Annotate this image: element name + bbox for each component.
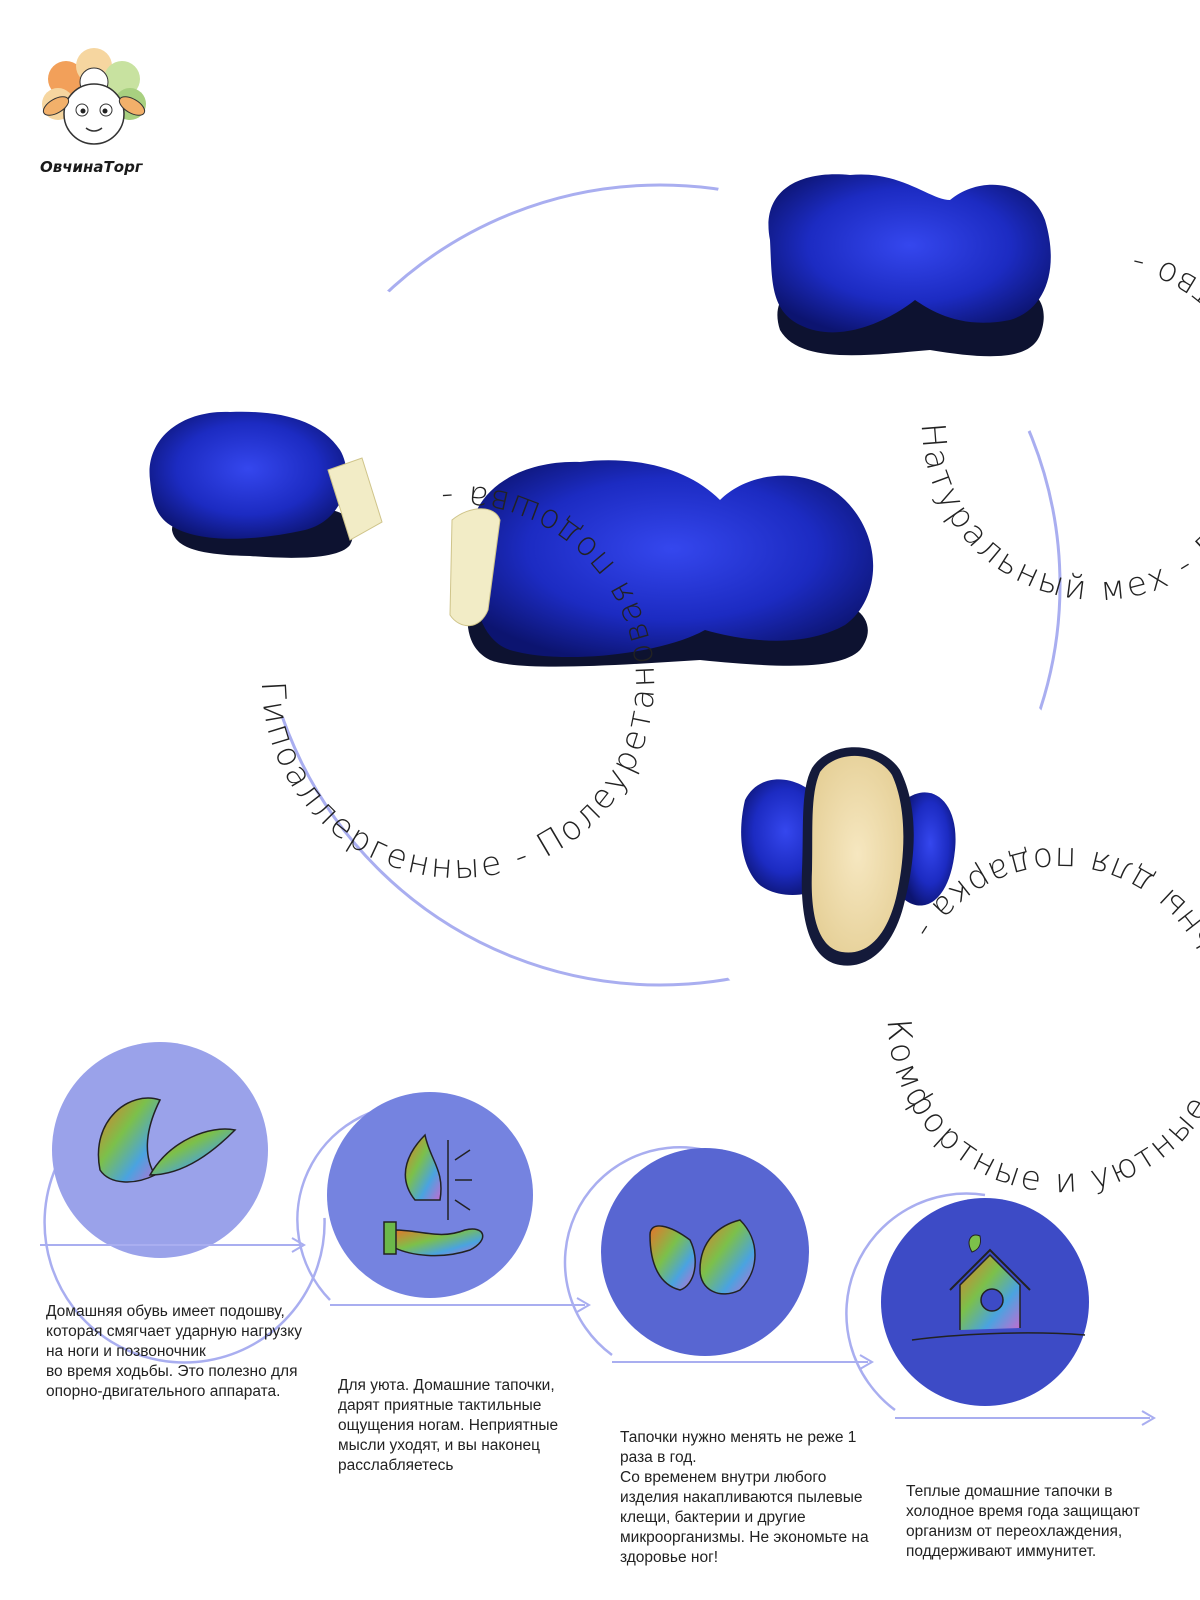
benefit-4-text: Теплые домашние тапочки в холодное время… <box>906 1483 1140 1560</box>
benefit-3-text: Тапочки нужно менять не реже 1 раза в го… <box>620 1429 869 1566</box>
fur-slipper-left <box>149 411 383 558</box>
fur-slipper-top-right <box>768 174 1051 357</box>
leaves-icon <box>649 1219 756 1295</box>
sole-slipper-bottom-right <box>741 747 956 966</box>
benefit-1-graphic <box>40 1042 326 1364</box>
house-icon <box>911 1234 1086 1341</box>
fire-hand-icon <box>383 1133 484 1257</box>
benefit-2-graphic <box>296 1092 591 1313</box>
sheep-logo <box>42 48 146 145</box>
benefit-2-text: Для уюта. Домашние тапочки, дарят приятн… <box>338 1377 559 1474</box>
fur-slipper-center <box>449 460 874 667</box>
brand-name: ОвчинаТорг <box>40 158 143 176</box>
benefit-1-text: Домашняя обувь имеет подошву, которая см… <box>46 1303 302 1400</box>
feather-icon <box>97 1097 237 1183</box>
